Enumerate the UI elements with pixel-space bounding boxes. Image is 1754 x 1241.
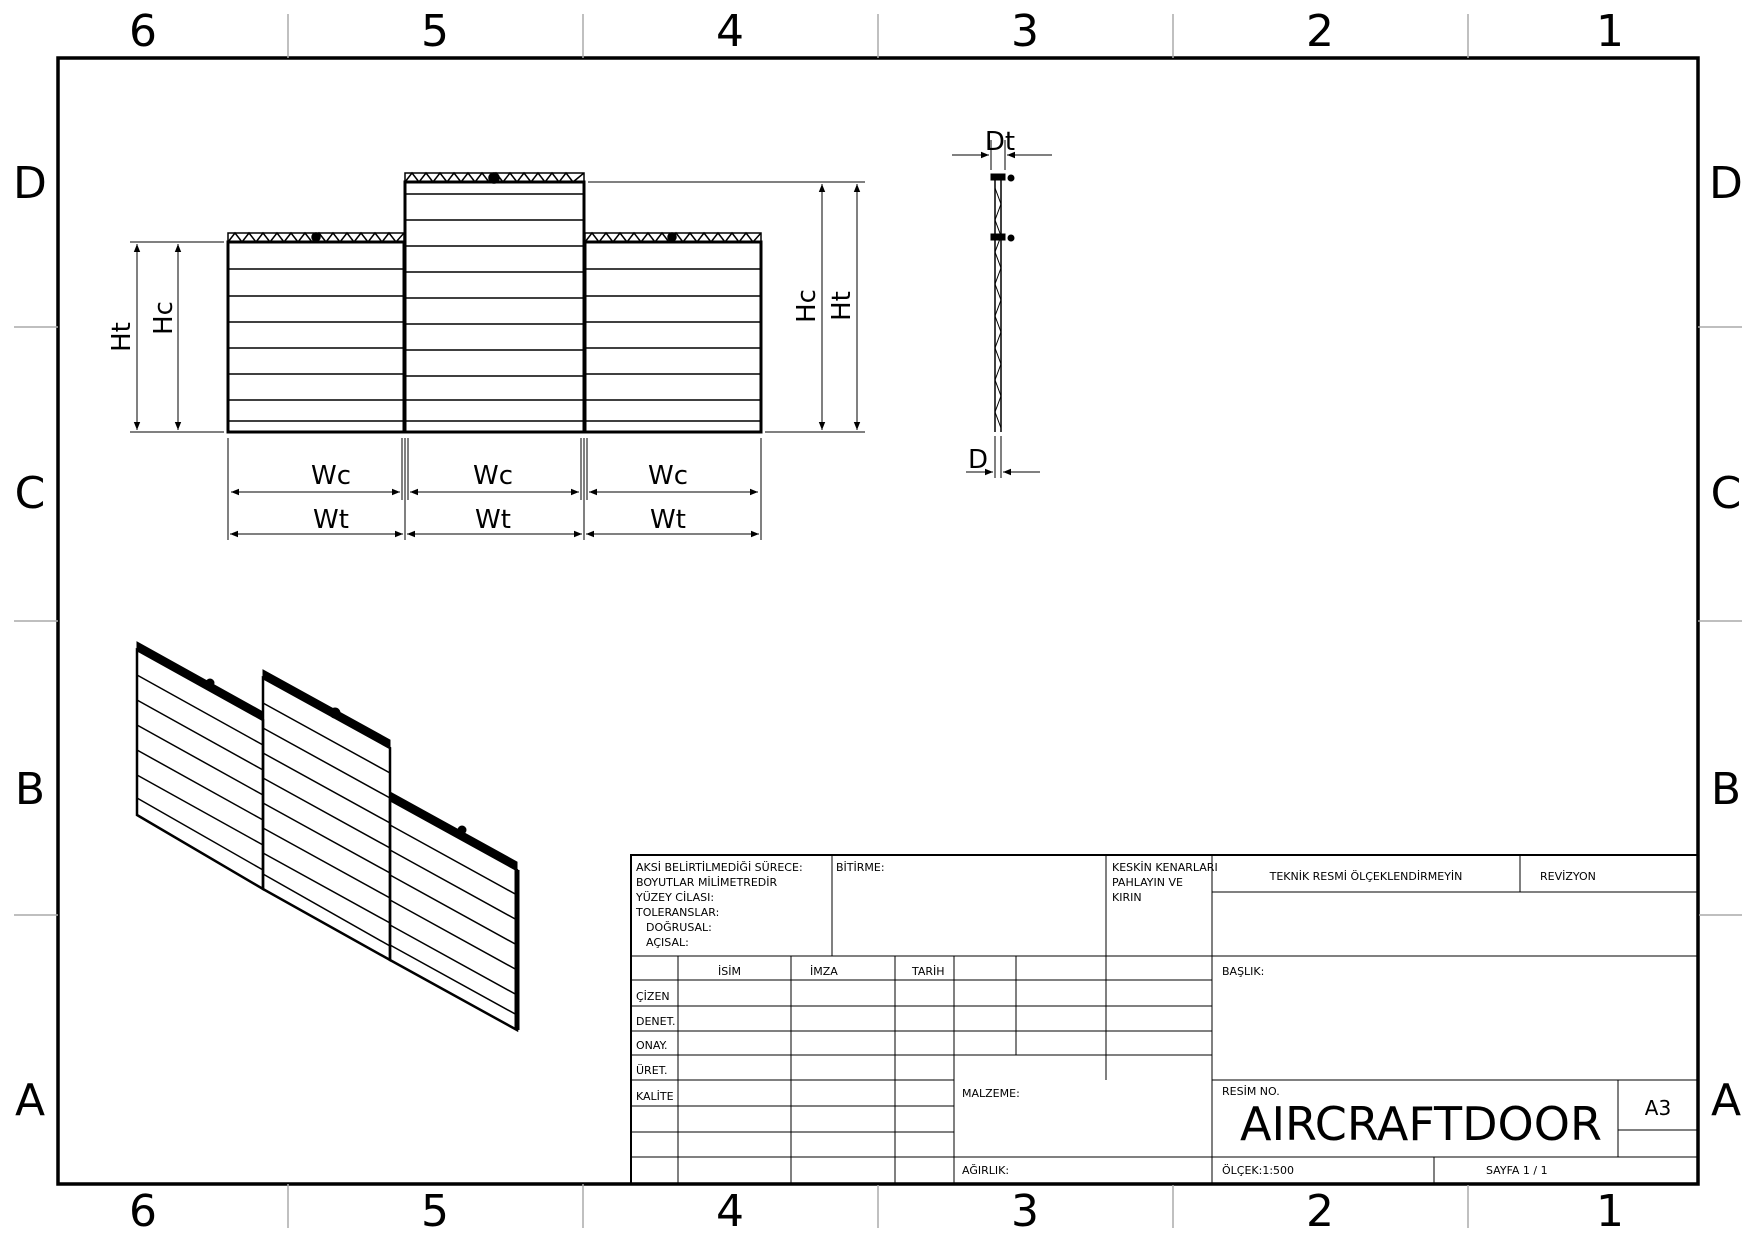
zone-row-left: B [15, 764, 45, 815]
weight-label: AĞIRLIK: [962, 1164, 1009, 1177]
zone-row-left: C [15, 468, 46, 519]
title-block [630, 854, 1699, 1185]
side-view [952, 140, 1052, 478]
zone-row-right: B [1711, 764, 1741, 815]
isometric-view [135, 641, 520, 1033]
note-line: YÜZEY CİLASI: [635, 891, 714, 904]
note-line: BOYUTLAR MİLİMETREDİR [636, 876, 778, 889]
iso-panel-right [388, 791, 520, 1033]
zone-col-bottom: 1 [1596, 1186, 1624, 1237]
iso-panel-left [135, 641, 265, 892]
zone-col-bottom: 6 [129, 1186, 157, 1237]
dim-wc-center: Wc [473, 461, 513, 491]
drawing-number: AIRCRAFTDOOR [1240, 1097, 1602, 1151]
edges-note: KESKİN KENARLARI [1112, 861, 1218, 874]
edges-note: KIRIN [1112, 891, 1142, 904]
row-label-manufactured: ÜRET. [636, 1064, 668, 1077]
front-view [130, 171, 865, 540]
note-line: DOĞRUSAL: [646, 921, 712, 934]
zone-col-bottom: 3 [1011, 1186, 1039, 1237]
col-header-name: İSİM [718, 965, 741, 978]
sheet-size: A3 [1645, 1096, 1671, 1120]
row-label-approved: ONAY. [636, 1039, 668, 1052]
no-scale-note: TEKNİK RESMİ ÖLÇEKLENDİRMEYİN [1269, 870, 1463, 883]
dim-dt: Dt [985, 127, 1015, 157]
dim-hc-right: Hc [792, 289, 822, 323]
dim-d: D [968, 445, 988, 475]
finish-label: BİTİRME: [836, 861, 885, 874]
door-panel-left [226, 240, 406, 434]
zone-row-left: D [13, 158, 47, 209]
sheet-label: SAYFA 1 / 1 [1486, 1164, 1548, 1177]
material-label: MALZEME: [962, 1087, 1020, 1100]
revision-label: REVİZYON [1540, 870, 1596, 883]
dimension-lines [130, 181, 865, 540]
zone-col-top: 6 [129, 6, 157, 57]
zone-row-right: A [1711, 1075, 1741, 1126]
zone-labels: 6 5 4 3 2 1 6 5 4 3 2 1 D C B A D C B A [13, 6, 1743, 1237]
zone-col-bottom: 2 [1306, 1186, 1334, 1237]
dim-ht-left: Ht [107, 322, 137, 352]
title-label: BAŞLIK: [1222, 965, 1264, 978]
dim-hc-left: Hc [149, 301, 179, 335]
side-view-labels: Dt D [968, 127, 1015, 475]
drawing-border [56, 56, 1700, 1186]
note-line: AKSİ BELİRTİLMEDİĞİ SÜRECE: [636, 861, 803, 874]
dim-wc-right: Wc [648, 461, 688, 491]
zone-row-right: D [1709, 158, 1743, 209]
row-label-drawn: ÇİZEN [636, 990, 670, 1003]
dim-ht-right: Ht [827, 291, 857, 321]
dim-wc-left: Wc [311, 461, 351, 491]
zone-col-top: 4 [716, 6, 744, 57]
row-label-quality: KALİTE [636, 1090, 674, 1103]
col-header-date: TARİH [911, 965, 945, 978]
col-header-signature: İMZA [810, 965, 838, 978]
note-line: TOLERANSLAR: [635, 906, 719, 919]
edges-note: PAHLAYIN VE [1112, 876, 1183, 889]
zone-col-top: 2 [1306, 6, 1334, 57]
drawing-no-label: RESİM NO. [1222, 1085, 1280, 1098]
zone-col-top: 3 [1011, 6, 1039, 57]
zone-col-top: 5 [421, 6, 449, 57]
title-block-text: AKSİ BELİRTİLMEDİĞİ SÜRECE: BOYUTLAR MİL… [635, 861, 1596, 1177]
zone-col-bottom: 4 [716, 1186, 744, 1237]
dim-wt-right: Wt [650, 505, 686, 535]
door-panel-center [403, 180, 586, 434]
zone-row-left: A [15, 1075, 45, 1126]
zone-col-top: 1 [1596, 6, 1624, 57]
zone-col-bottom: 5 [421, 1186, 449, 1237]
note-line: AÇISAL: [646, 936, 689, 949]
dim-wt-center: Wt [475, 505, 511, 535]
scale-label: ÖLÇEK:1:500 [1222, 1164, 1294, 1177]
zone-row-right: C [1711, 468, 1742, 519]
dimension-labels: Wc Wc Wc Wt Wt Wt Ht Hc Hc Ht [107, 289, 857, 535]
zone-tick-marks [14, 14, 1742, 1228]
row-label-checked: DENET. [636, 1015, 676, 1028]
door-panel-right [583, 240, 763, 434]
iso-panel-center [261, 669, 392, 963]
dim-wt-left: Wt [313, 505, 349, 535]
